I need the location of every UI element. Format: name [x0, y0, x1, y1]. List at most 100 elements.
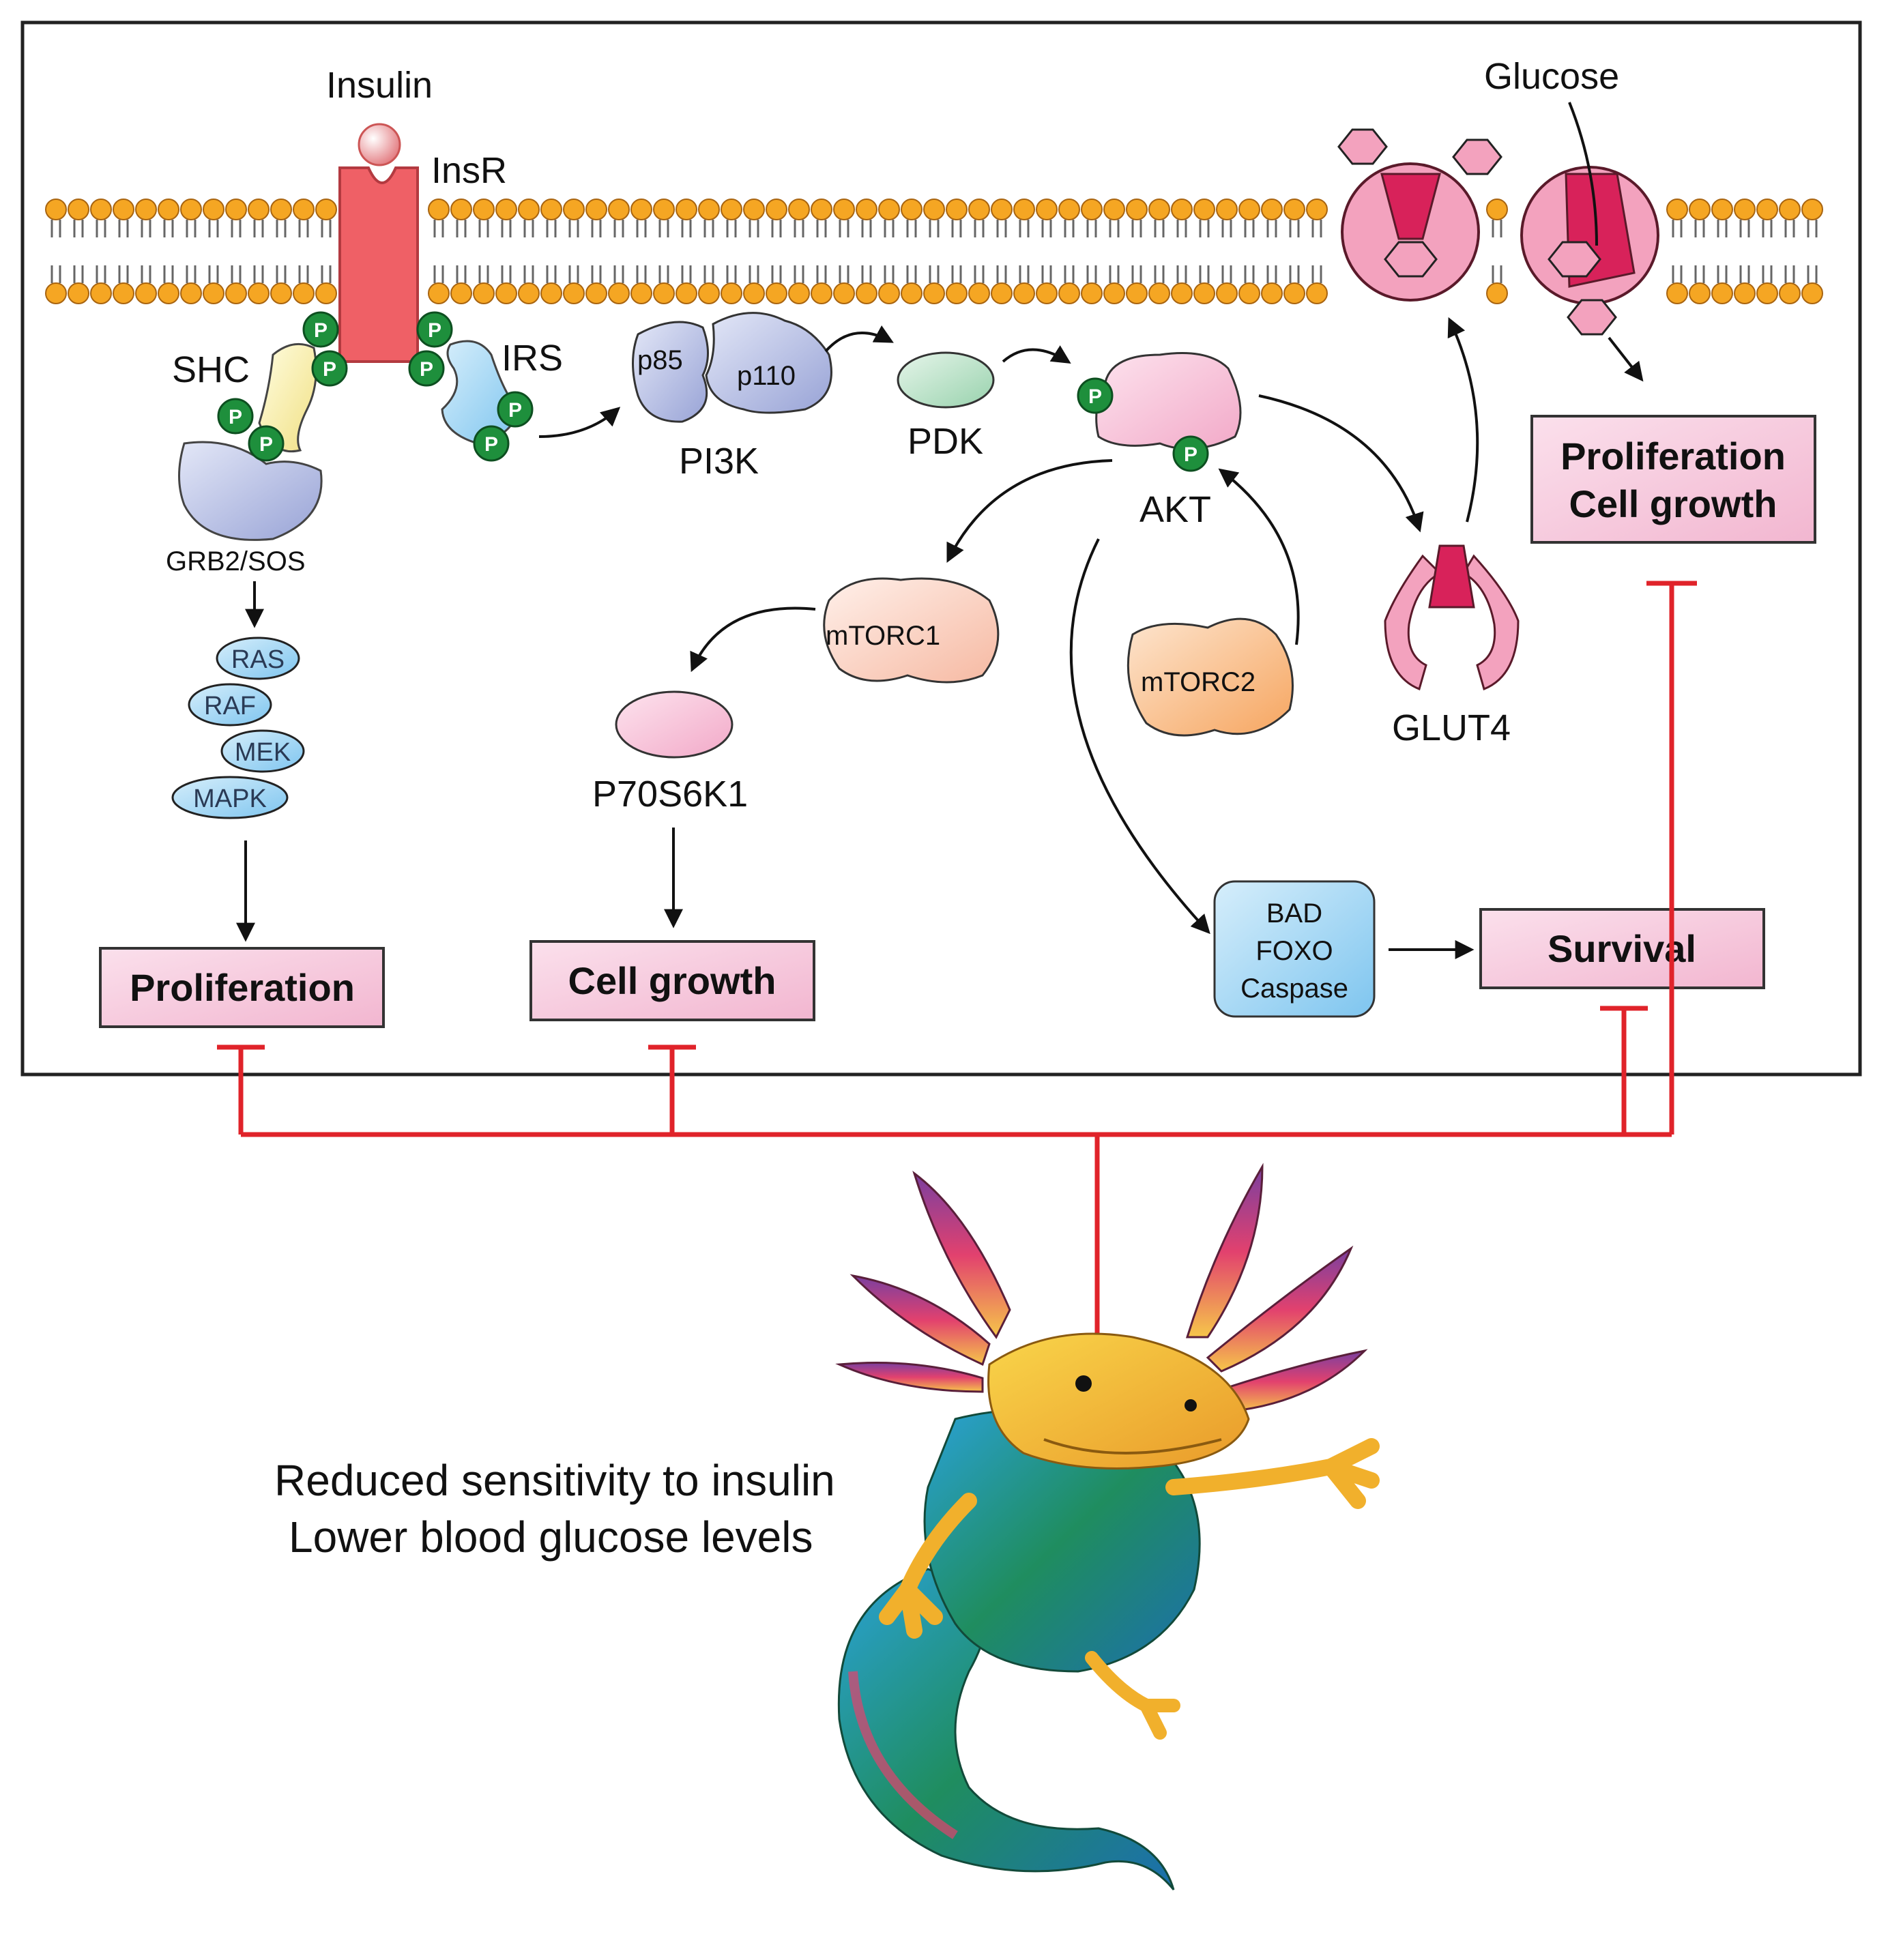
lipid-head [450, 199, 472, 220]
lipid-tail [884, 265, 895, 283]
lipid-tail [456, 265, 467, 283]
phospho-label: P [484, 433, 498, 456]
lipid-tail [568, 220, 579, 237]
lipid-bilayer-membrane [45, 199, 1823, 304]
lipid-head [180, 282, 202, 304]
phospho-group-icon: P [1077, 377, 1114, 414]
inhibit-bar-survival [1600, 1006, 1648, 1135]
lipid-tail [861, 220, 872, 237]
lipid-head [180, 199, 202, 220]
phospho-group-icon: P [408, 350, 445, 387]
lipid-head [1486, 199, 1508, 220]
proliferation-box [99, 947, 385, 1028]
axolotl-eye-icon [1075, 1375, 1092, 1392]
lipid-head [1306, 199, 1328, 220]
lipid-head [428, 199, 450, 220]
insulin-molecule-icon [358, 123, 401, 166]
lipid-head [1779, 199, 1801, 220]
lipid-tail [1176, 220, 1187, 237]
lipid-head [1283, 282, 1305, 304]
lipid-tail [996, 265, 1007, 283]
lipid-head [1036, 282, 1058, 304]
lipid-tail [1221, 220, 1232, 237]
lipid-head [788, 199, 810, 220]
mapk-label: MAPK [193, 785, 267, 813]
lipid-head [450, 282, 472, 304]
lipid-head [833, 282, 855, 304]
lipid-tail [658, 220, 669, 237]
lipid-head [1486, 282, 1508, 304]
lipid-tail [839, 265, 849, 283]
lipid-head [1216, 199, 1238, 220]
akt-protein [1095, 352, 1242, 450]
lipid-head [1689, 199, 1711, 220]
lipid-tail [771, 220, 782, 237]
lipid-head [1238, 282, 1260, 304]
phospho-group-icon: P [217, 398, 254, 435]
irs-label: IRS [502, 338, 563, 379]
mtorc2-protein [1127, 617, 1294, 737]
lipid-head [833, 199, 855, 220]
lipid-head [676, 199, 697, 220]
lipid-head [495, 199, 517, 220]
phospho-group-icon: P [311, 350, 348, 387]
lipid-head [1148, 282, 1170, 304]
lipid-head [721, 199, 742, 220]
lipid-tail [1492, 265, 1502, 283]
arrow-pdk-to-akt [1002, 345, 1071, 364]
lipid-head [878, 199, 900, 220]
arrow-glucose-to-proliferation [1608, 336, 1644, 382]
pi3k-label: PI3K [679, 441, 759, 482]
lipid-tail [1244, 220, 1255, 237]
lipid-head [248, 282, 270, 304]
p85-label: p85 [637, 345, 683, 375]
lipid-head [1779, 282, 1801, 304]
lipid-head [968, 282, 990, 304]
mtorc1-label: mTORC1 [826, 621, 940, 651]
lipid-head [946, 282, 968, 304]
lipid-tail [906, 265, 917, 283]
lipid-head [901, 199, 923, 220]
lipid-tail [1311, 265, 1322, 283]
lipid-tail [816, 220, 827, 237]
lipid-tail [50, 220, 61, 237]
lipid-head [1171, 199, 1193, 220]
inhibit-line-upper [1646, 581, 1697, 907]
lipid-tail [73, 265, 84, 283]
lipid-tail [231, 220, 242, 237]
lipid-head [1756, 282, 1778, 304]
mapk-cascade: RAS RAF MEK MAPK [171, 637, 305, 819]
shc-protein [258, 342, 317, 453]
mapk-oval [171, 776, 289, 819]
lipid-tail [1289, 265, 1300, 283]
glucose-label: Glucose [1484, 56, 1619, 97]
lipid-tail [681, 265, 692, 283]
lipid-tail [1739, 220, 1750, 237]
lipid-head [1036, 199, 1058, 220]
lipid-tail [1311, 220, 1322, 237]
arrow-akt-to-bad-foxo [1069, 538, 1210, 935]
lipid-head [923, 282, 945, 304]
phospho-group-icon: P [416, 311, 453, 348]
lipid-head [1081, 282, 1103, 304]
proliferation-label: Proliferation [130, 966, 355, 1009]
lipid-tail [523, 220, 534, 237]
axolotl-illustration [835, 1162, 1380, 1890]
bad-foxo-caspase-box [1213, 880, 1376, 1018]
lipid-tail [163, 220, 174, 237]
lipid-head [1013, 282, 1035, 304]
lipid-tail [1199, 220, 1210, 237]
lipid-head [1711, 199, 1733, 220]
phospho-group-icon: P [473, 425, 510, 462]
lipid-tail [186, 220, 197, 237]
lipid-tail [1131, 265, 1142, 283]
inhibit-bar-cell-growth [648, 1044, 696, 1135]
lipid-head [1103, 282, 1125, 304]
lipid-tail [96, 220, 106, 237]
lipid-tail [1784, 265, 1795, 283]
lipid-tail [951, 220, 962, 237]
lipid-tail [1019, 265, 1030, 283]
lipid-tail [276, 220, 287, 237]
lipid-head [1261, 282, 1283, 304]
